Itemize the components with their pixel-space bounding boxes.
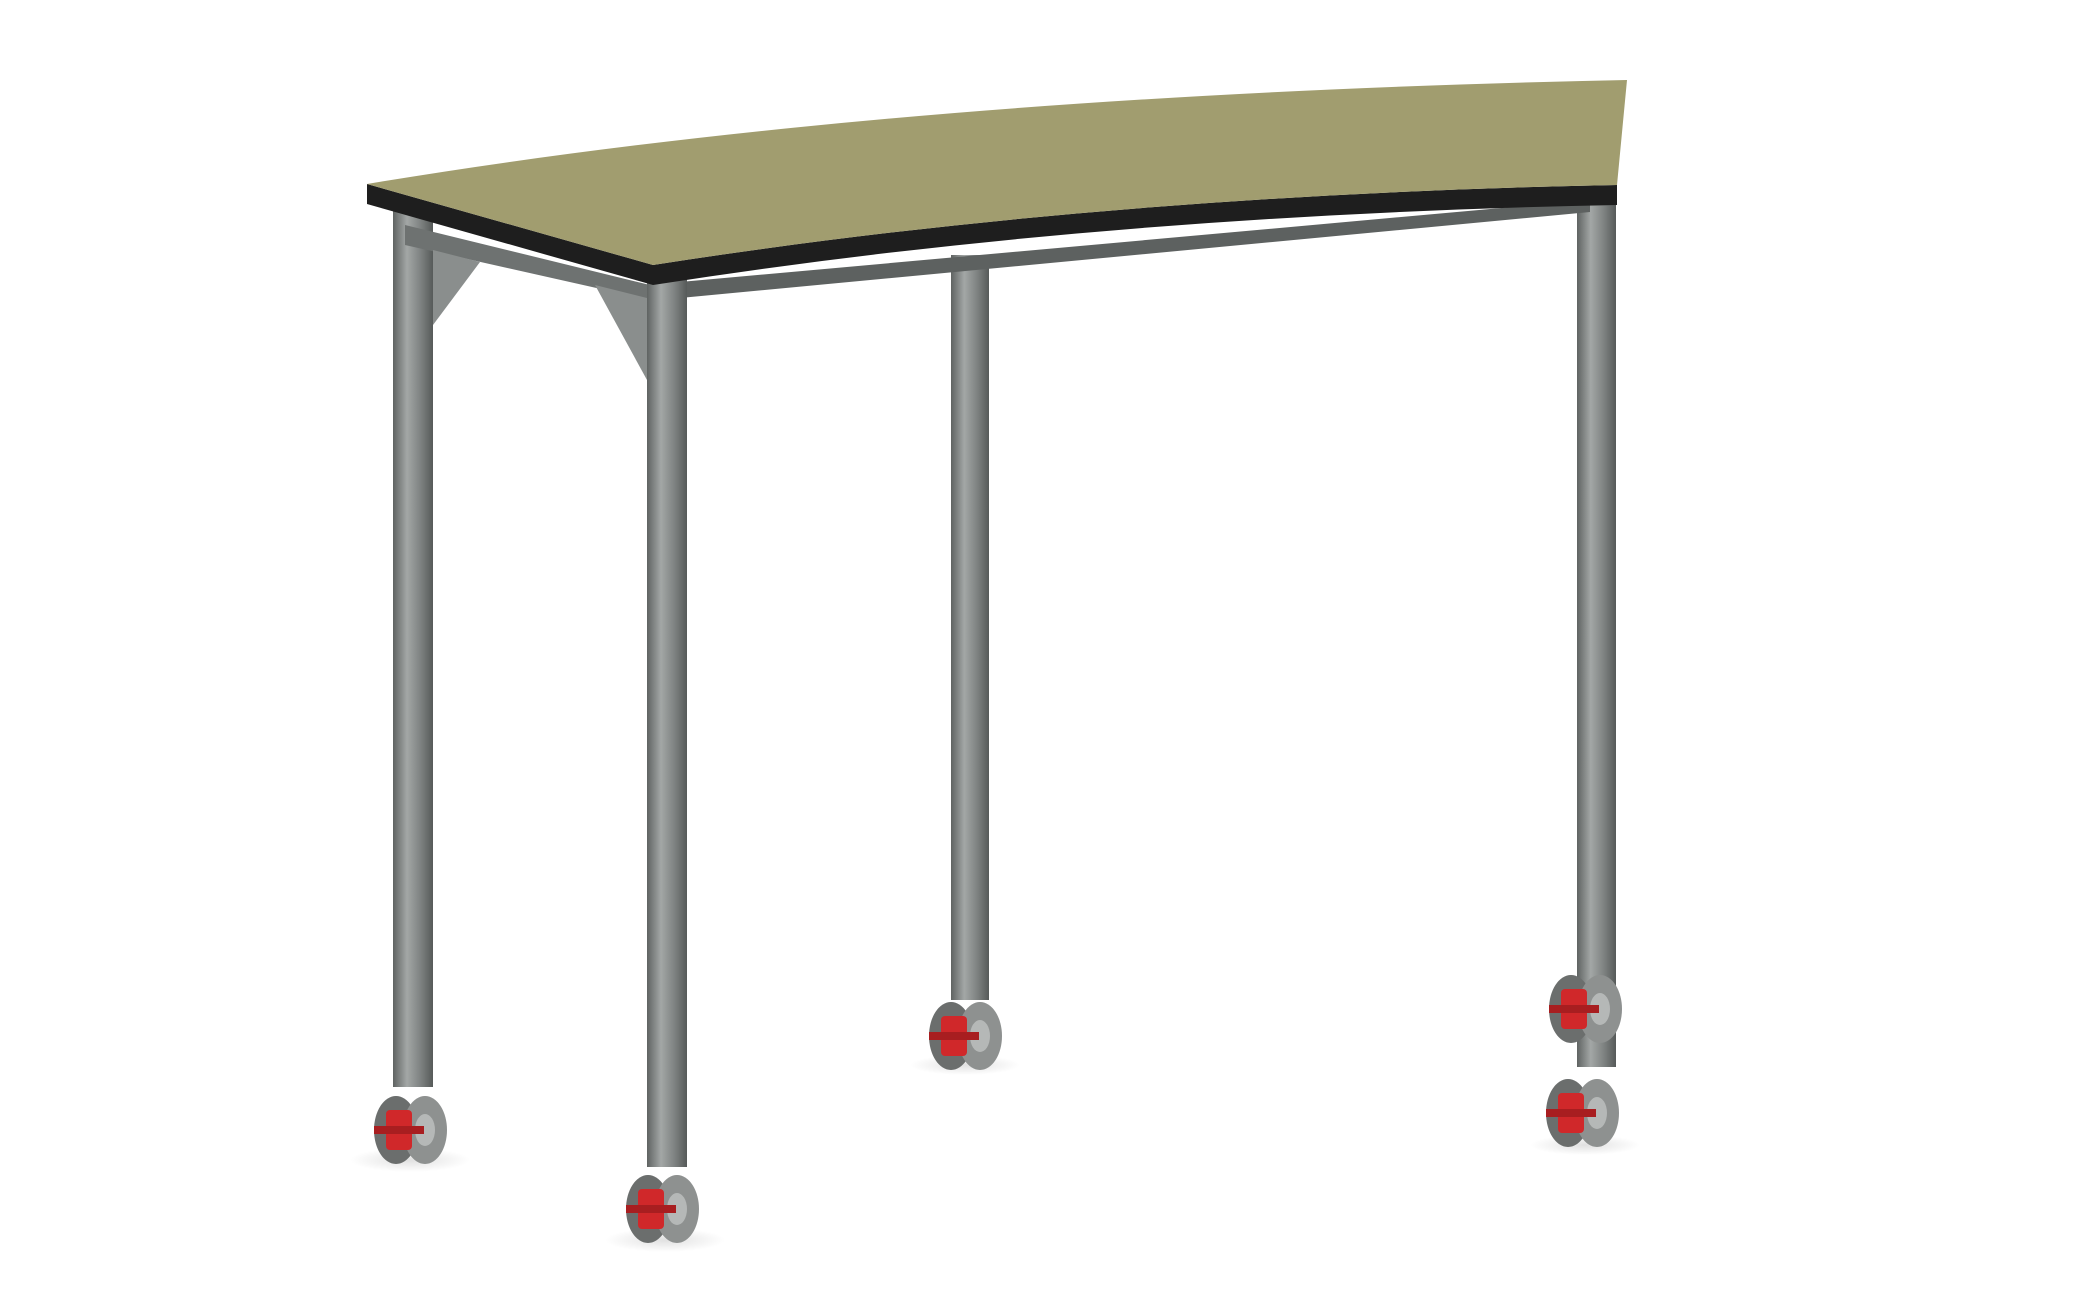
leg-back-right [1577, 195, 1616, 1067]
caster-wheel [626, 1175, 699, 1243]
floor-shadows [350, 1055, 1640, 1252]
corner-bracket [595, 285, 647, 380]
leg-front-center [647, 275, 687, 1167]
caster-wheel [1549, 975, 1622, 1043]
casters [374, 975, 1622, 1243]
apron-front [680, 200, 1590, 298]
tabletop-surface [367, 80, 1627, 265]
leg-back-middle [951, 255, 989, 1000]
tabletop-edge [367, 184, 1617, 285]
corner-bracket [433, 250, 480, 325]
apron-left [405, 225, 650, 300]
tabletop [367, 80, 1627, 285]
table-frame [393, 195, 1616, 1167]
caster-wheel [374, 1096, 447, 1164]
caster-wheel [1546, 1079, 1619, 1147]
caster-wheel [929, 1002, 1002, 1070]
leg-front-left [393, 205, 433, 1087]
